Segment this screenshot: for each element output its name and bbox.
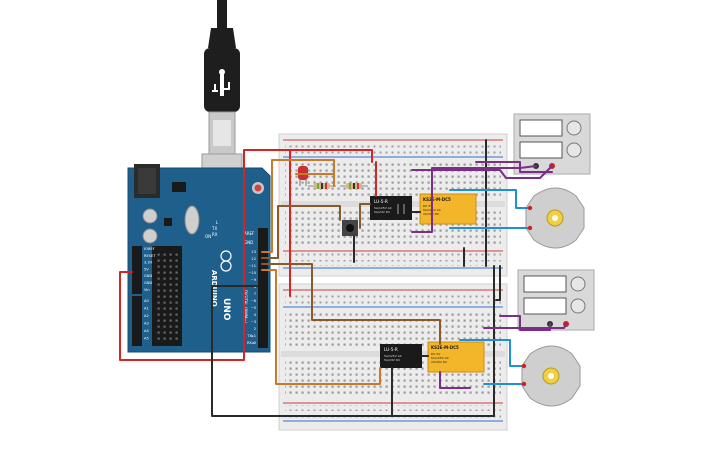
label-rx: RX: [212, 232, 218, 237]
motor-terminal-plus: [527, 205, 533, 211]
analog_pins-5: A5: [144, 337, 149, 341]
wire-purple-bottom-2: [439, 371, 471, 389]
label-l: L: [216, 220, 219, 225]
relay-lu5r-top-spec1: 5A/125V AC: [374, 206, 392, 210]
power-supply-bottom: [517, 269, 595, 331]
dc-motor-top: [525, 187, 585, 249]
analog_pins-3: A3: [144, 322, 149, 326]
usb-cable: [201, 0, 243, 195]
wire-pin10-orange: [261, 269, 381, 385]
analog_pins-4: A4: [144, 329, 149, 333]
digital_pins-7: ~6: [251, 299, 257, 303]
supply2-knob-voltage[interactable]: [570, 276, 586, 292]
wire-gnd-black: [211, 265, 495, 417]
relay-lu5r-bottom-spec1: 5A/125V AC: [384, 354, 402, 358]
supply-knob-current[interactable]: [566, 142, 582, 158]
digital_pins-11: 2: [254, 327, 256, 331]
label-on: ON: [205, 234, 211, 239]
relay-ks2e-bottom: KS2E-M-DC5 DC 5V 5A/125V AC 2A/30V DC: [427, 341, 485, 373]
relay-ks2e-bottom-spec1: DC 5V: [431, 352, 441, 356]
analog_pins-1: A1: [144, 307, 149, 311]
relay-lu5r-top-title: LU-5-R: [374, 199, 388, 204]
label-analog: ANALOG IN: [123, 300, 128, 322]
relay-lu5r-top: LU-5-R 5A/125V AC 5A/24V DC: [370, 196, 412, 220]
arduino-uno-board: AREF GND POWER ANALOG IN ON TX RX L DIGI…: [123, 164, 271, 353]
label-digital: DIGITAL (PWM~): [243, 290, 248, 324]
relay-ks2e-top-spec1: DC 5V: [423, 204, 433, 208]
digital_pins-0: 13: [251, 250, 256, 254]
supply-knob-voltage[interactable]: [566, 120, 582, 136]
label-gnd: GND: [244, 240, 253, 245]
digital_pins-12: TX▸1: [246, 334, 256, 338]
label-aref: AREF: [244, 231, 255, 236]
wire-purple-bottom-3: [499, 315, 551, 331]
relay-lu5r-top-spec2: 5A/24V DC: [374, 210, 390, 214]
push-button[interactable]: [342, 220, 358, 236]
relay-lu5r-bottom: LU-5-R 5A/125V AC 5A/24V DC: [380, 344, 422, 368]
resistor-2: [340, 183, 368, 189]
digital_pins-6: 7: [254, 292, 256, 296]
label-tx: TX: [211, 226, 217, 231]
power_pins-4: GND: [144, 274, 152, 278]
wire-brown-top-relay: [359, 203, 371, 229]
wire-purple-bottom-1: [483, 323, 567, 329]
wire-blue-bottom-1: [459, 339, 525, 367]
wire-purple-top-3: [475, 161, 553, 173]
wire-pin12-brown: [261, 205, 341, 259]
power_pins-6: Vin: [144, 288, 150, 292]
dc-motor-bottom: [521, 345, 581, 407]
digital-header: [258, 228, 268, 348]
motor2-terminal-minus: [521, 381, 527, 387]
analog-header: [132, 296, 142, 346]
capacitor-2: [142, 228, 158, 244]
wire-blue-top-1: [449, 189, 531, 209]
wire-5v-red: [119, 149, 373, 361]
capacitor-1: [142, 208, 158, 224]
analog_pins-2: A2: [144, 314, 149, 318]
wire-gnd-black-3: [495, 265, 501, 301]
motor-terminal-minus: [527, 225, 533, 231]
digital_pins-4: ~9: [251, 278, 257, 282]
wire-pin11-brown: [261, 263, 441, 345]
wire-purple-top-1: [411, 165, 553, 179]
wire-pin13-orange: [261, 159, 335, 253]
wire-purple-top-2: [411, 165, 537, 233]
power_pins-1: RESET: [144, 254, 156, 258]
digital_pins-3: ~10: [248, 271, 256, 275]
digital_pins-10: ~3: [251, 320, 256, 324]
relay-lu5r-bottom-title: LU-5-R: [384, 347, 398, 352]
wire-orange-top-2: [295, 173, 335, 187]
arduino-brand: ARDUINO: [210, 270, 218, 307]
motor2-terminal-plus: [521, 363, 527, 369]
relay-ks2e-top-title: KS2E-M-DC5: [423, 197, 451, 202]
resistor-1: [308, 183, 336, 189]
power_pins-2: 3.3V: [144, 261, 153, 265]
supply2-knob-current[interactable]: [570, 298, 586, 314]
digital_pins-2: ~11: [248, 264, 256, 268]
relay-lu5r-bottom-spec2: 5A/24V DC: [384, 358, 400, 362]
relay-ks2e-bottom-spec3: 2A/30V DC: [431, 360, 447, 364]
digital_pins-1: 12: [251, 257, 256, 261]
relay-ks2e-top: KS2E-M-DC5 DC 5V 5A/125V AC 2A/30V DC: [419, 193, 477, 225]
crystal-oscillator: [184, 205, 200, 235]
power_pins-5: GND: [144, 281, 152, 285]
power_pins-3: 5V: [144, 267, 149, 271]
analog_pins-0: A0: [144, 299, 149, 303]
digital_pins-9: 4: [254, 313, 257, 317]
power-supply-top: [513, 113, 591, 175]
digital_pins-8: ~5: [251, 306, 256, 310]
power-header: [132, 246, 142, 294]
arduino-model: UNO: [221, 298, 231, 321]
relay-ks2e-bottom-title: KS2E-M-DC5: [431, 345, 459, 350]
label-power: POWER: [123, 258, 128, 273]
digital_pins-13: RX◂0: [247, 341, 257, 345]
relay-ks2e-bottom-spec2: 5A/125V AC: [431, 356, 449, 360]
power_pins-0: IOREF: [144, 247, 155, 251]
